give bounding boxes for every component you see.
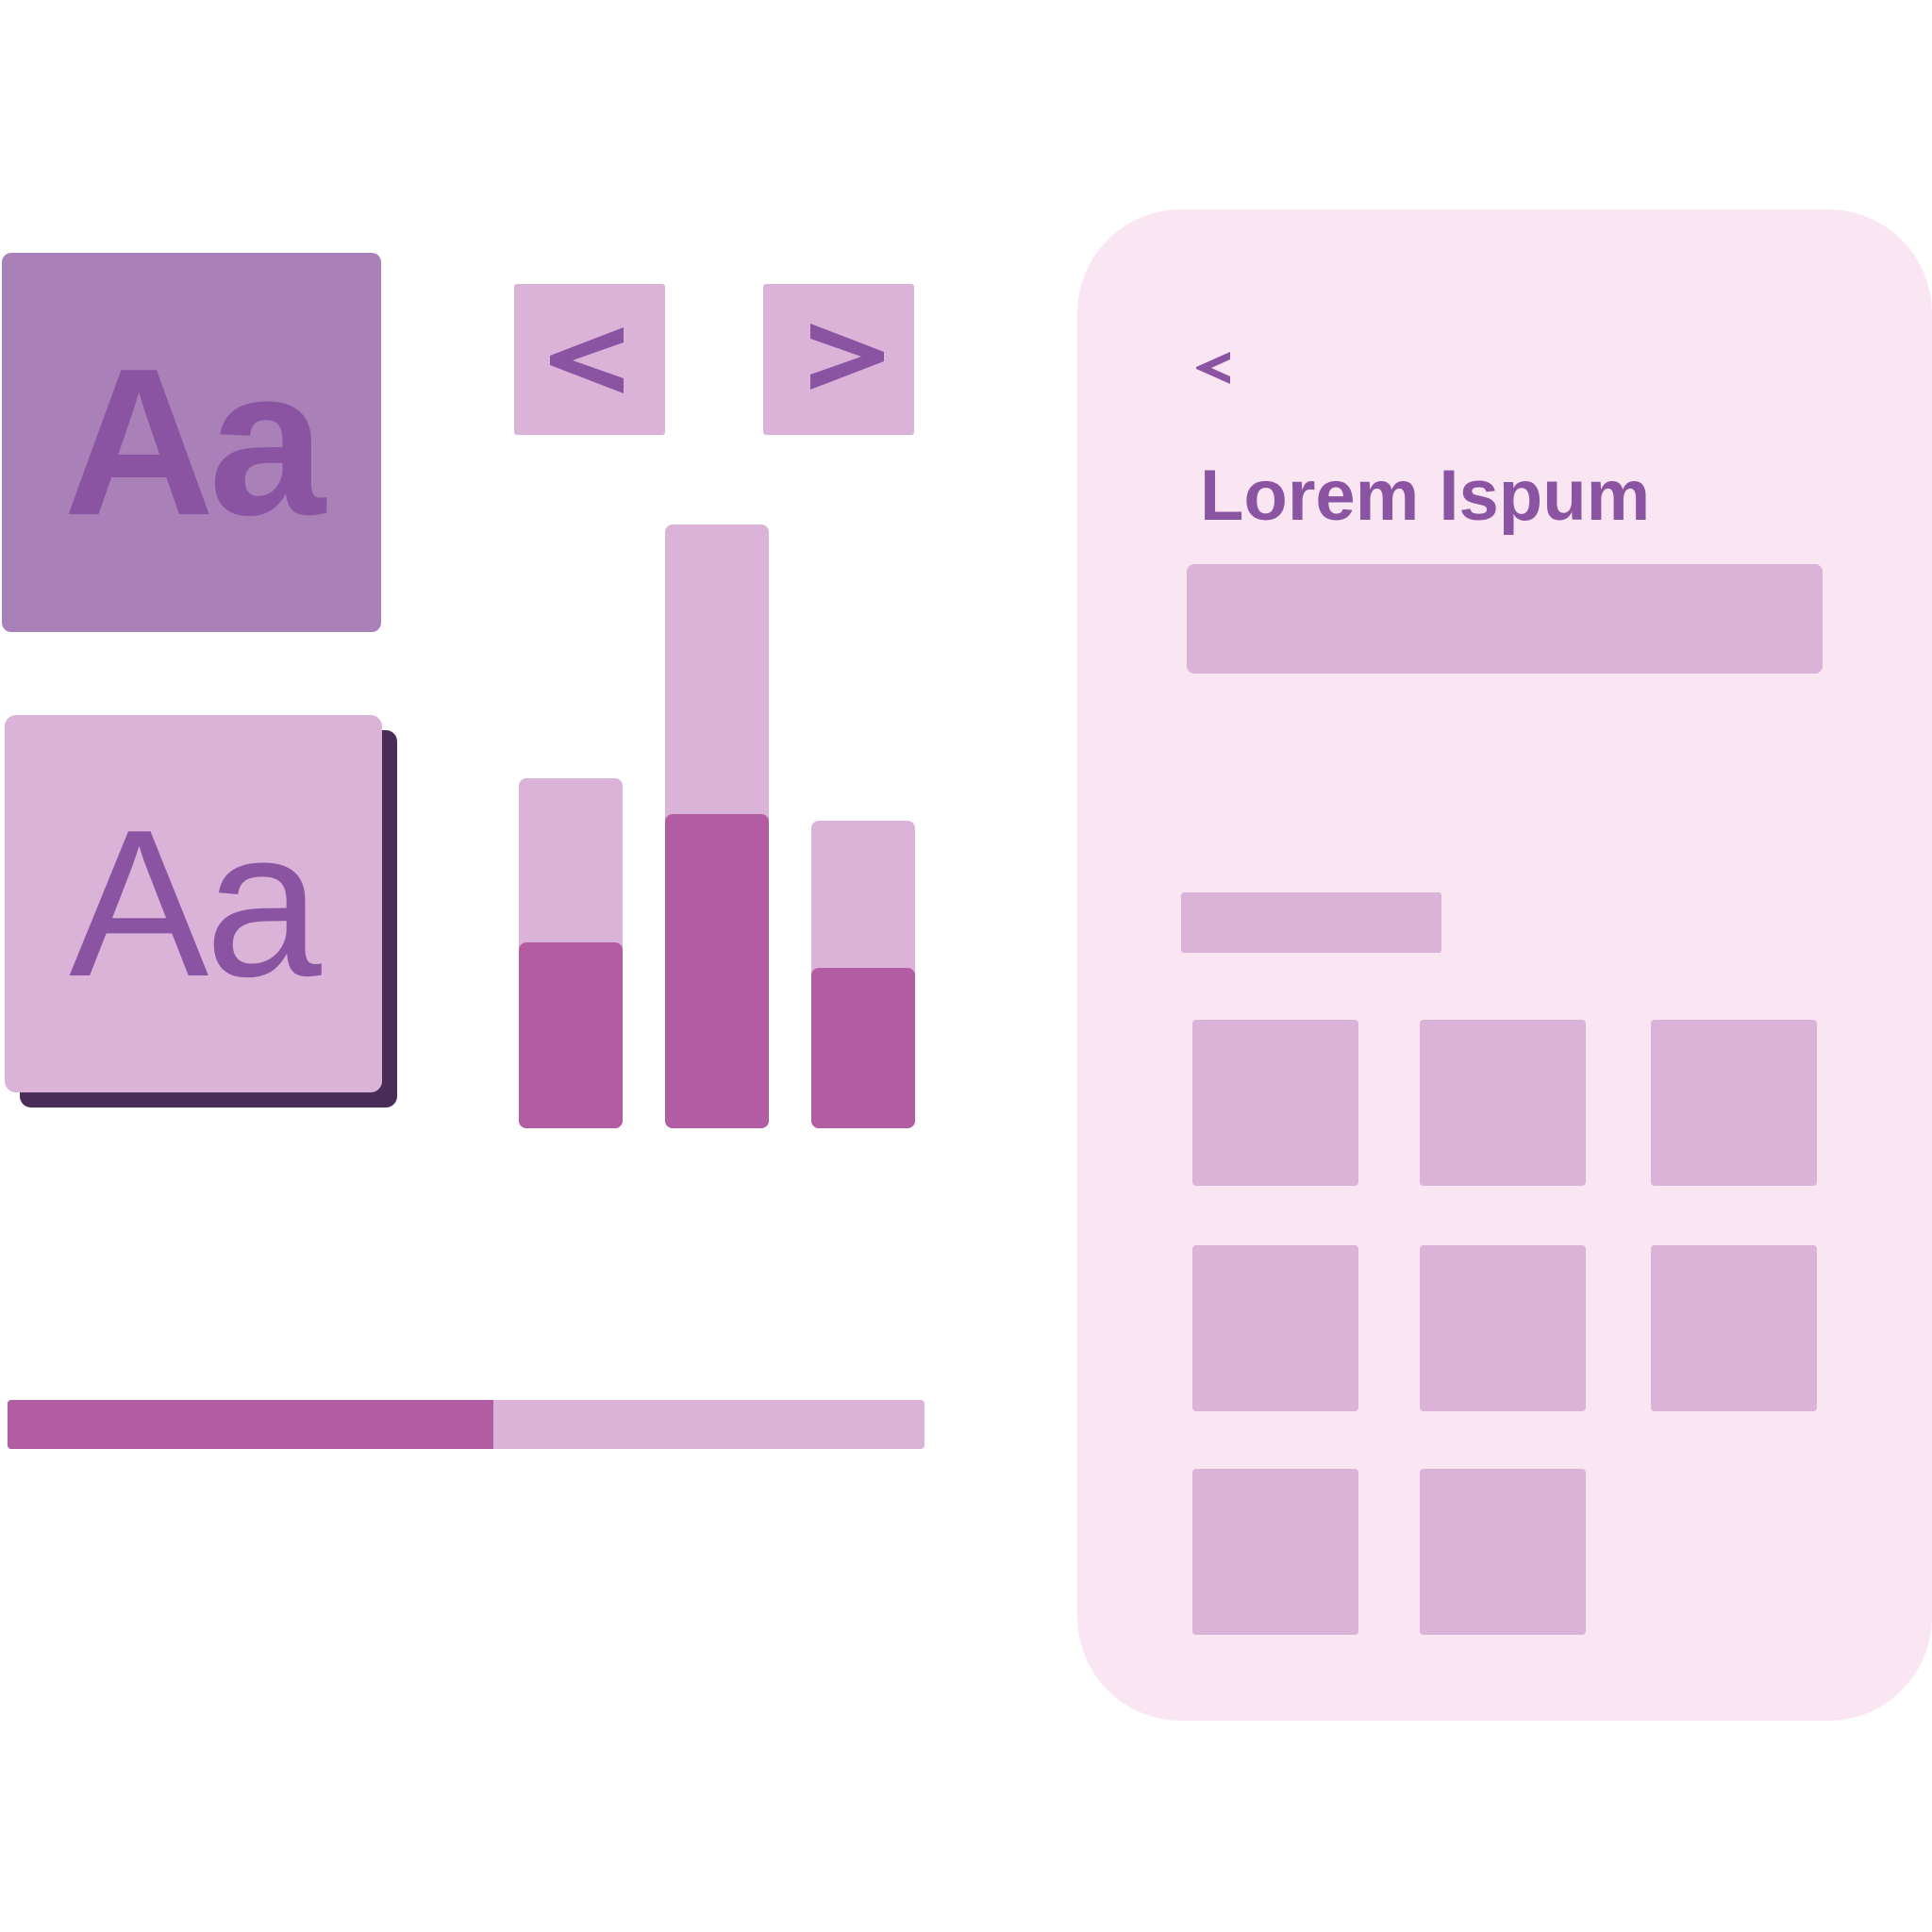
bar-track (665, 525, 769, 1128)
prev-button[interactable] (514, 284, 665, 435)
typography-regular-swatch[interactable]: Aa (5, 715, 382, 1092)
grid-tile[interactable] (1192, 1469, 1358, 1635)
grid-tile[interactable] (1420, 1469, 1586, 1635)
chevron-left-icon (550, 327, 624, 393)
grid-tile[interactable] (1420, 1245, 1586, 1411)
bar-track (811, 821, 915, 1128)
chevron-right-icon (810, 324, 884, 390)
typography-bold-swatch[interactable]: Aa (2, 253, 381, 632)
progress-fill (8, 1400, 494, 1449)
bar-track (519, 778, 623, 1128)
page-title: Lorem Ispum (1200, 456, 1651, 536)
bar-fill (665, 814, 769, 1128)
bold-sample-text: Aa (63, 325, 325, 559)
grid-tile[interactable] (1651, 1020, 1817, 1186)
grid-tile[interactable] (1192, 1020, 1358, 1186)
bar-fill (811, 968, 915, 1128)
regular-sample-text: Aa (69, 786, 322, 1021)
bar-fill (519, 942, 623, 1128)
search-input[interactable] (1187, 564, 1823, 674)
section-label-placeholder (1181, 892, 1441, 953)
progress-bar[interactable] (8, 1400, 924, 1449)
grid-tile[interactable] (1420, 1020, 1586, 1186)
back-button[interactable] (1191, 344, 1238, 391)
grid-tile[interactable] (1192, 1245, 1358, 1411)
chevron-left-icon (1196, 352, 1230, 384)
next-button[interactable] (763, 284, 914, 435)
grid-tile[interactable] (1651, 1245, 1817, 1411)
